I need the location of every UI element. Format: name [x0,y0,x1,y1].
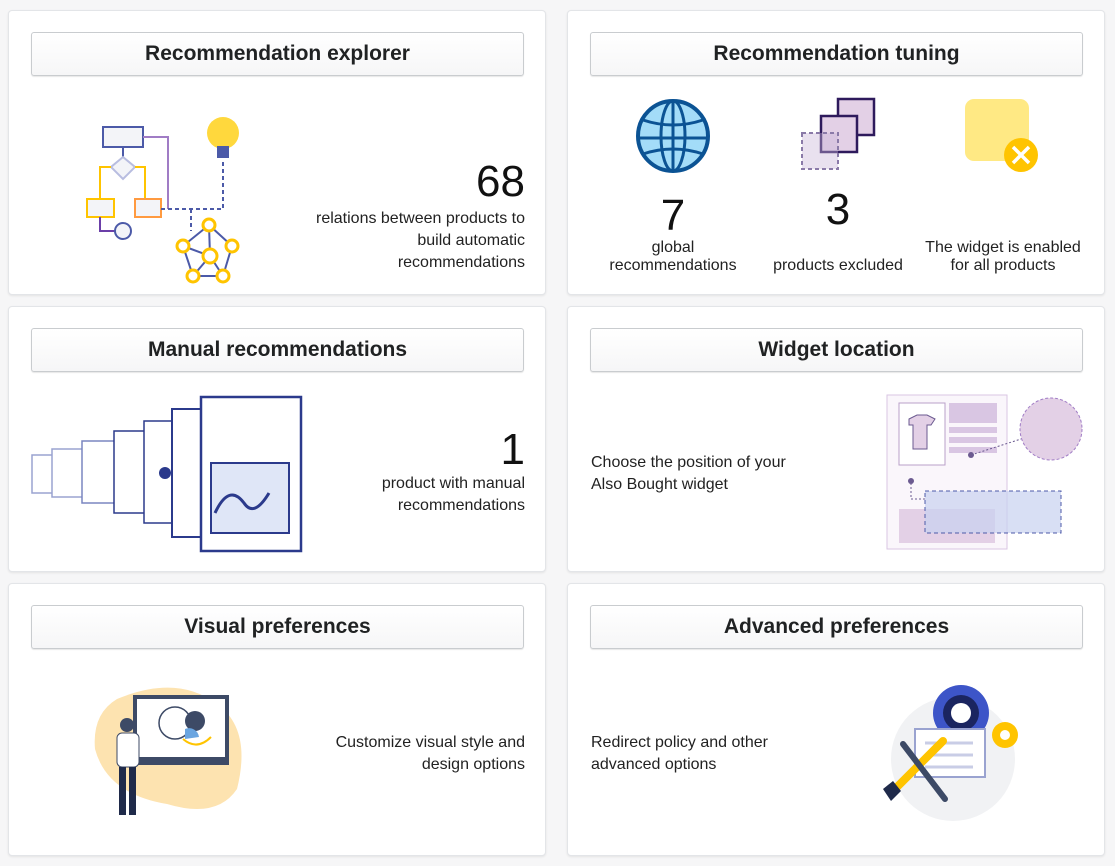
globe-icon [636,99,710,173]
advanced-preferences-description: Redirect policy and other advanced optio… [591,734,768,773]
widget-location-card: Widget location Choose the position of y… [567,306,1105,572]
widget-disabled-icon [965,99,1038,172]
recommendation-explorer-card: Recommendation explorer 68 relations bet… [8,10,546,295]
recommendation-tuning-card: Recommendation tuning 7 global recommend… [567,10,1105,295]
excluded-products-icon [801,97,876,170]
visual-preferences-description: Customize visual style and design option… [335,734,525,773]
advanced-preferences-card: Advanced preferences Redirect policy and… [567,583,1105,856]
page-layout-illustration [886,394,1083,550]
manual-recommendations-button[interactable]: Manual recommendations [31,328,524,372]
visual-preferences-card: Visual preferences Customize visual styl… [8,583,546,856]
relations-description: relations between products to build auto… [315,210,525,271]
advanced-preferences-button[interactable]: Advanced preferences [590,605,1083,649]
excluded-products-label: products excluded [773,257,903,274]
visual-preferences-button[interactable]: Visual preferences [31,605,524,649]
product-cards-illustration [31,395,303,553]
global-recommendations-count: 7 [660,191,686,240]
flowchart-network-illustration [86,117,240,284]
manual-products-description: product with manual recommendations [381,475,525,514]
manual-recommendations-card: Manual recommendations 1 product with ma… [8,306,546,572]
settings-tools-illustration [883,685,1018,821]
widget-location-description: Choose the position of your Also Bought … [591,454,786,493]
manual-products-count: 1 [500,425,525,474]
global-recommendations-label: global recommendations [609,239,737,274]
widget-status-text: The widget is enabled for all products [925,239,1081,274]
relations-count: 68 [476,157,525,206]
recommendation-explorer-button[interactable]: Recommendation explorer [31,32,524,76]
recommendation-tuning-button[interactable]: Recommendation tuning [590,32,1083,76]
excluded-products-count: 3 [825,185,851,234]
widget-location-button[interactable]: Widget location [590,328,1083,372]
designer-presentation-illustration [94,687,242,815]
